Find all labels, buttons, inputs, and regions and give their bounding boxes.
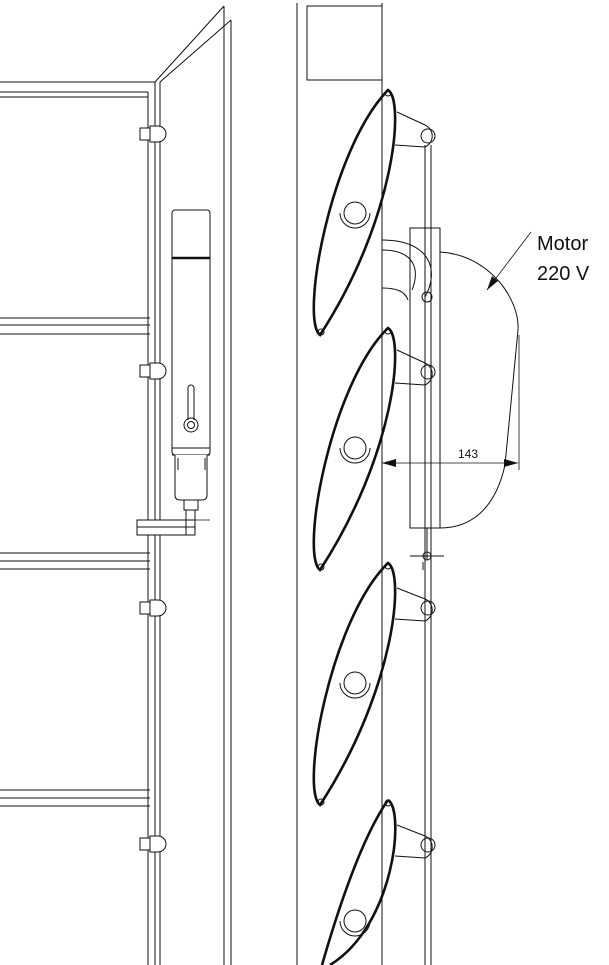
- louvre-blade: [312, 326, 397, 572]
- shelf-rails: [0, 317, 150, 807]
- motor-label: Motor: [537, 233, 588, 255]
- dimension-label: 143: [458, 447, 478, 461]
- bolt-icon: [139, 125, 167, 143]
- bolt-icon: [139, 599, 167, 617]
- bolt-icon: [139, 362, 167, 380]
- bolt-icon: [139, 835, 167, 853]
- louvre-frame: [296, 3, 432, 965]
- motor-actuator: [136, 209, 211, 536]
- frame-hinge-bolts: [139, 125, 167, 853]
- motor-callout: Motor 220 V: [486, 231, 590, 291]
- louvre-blade: [312, 561, 397, 807]
- dimension-143: 143: [382, 335, 520, 470]
- louvre-blade: [312, 88, 397, 337]
- voltage-label: 220 V: [537, 263, 590, 285]
- actuator-slide: [381, 227, 444, 570]
- motor-swing-arc: [439, 251, 519, 529]
- pivot-lugs: [394, 111, 436, 859]
- louvre-blade: [320, 798, 397, 965]
